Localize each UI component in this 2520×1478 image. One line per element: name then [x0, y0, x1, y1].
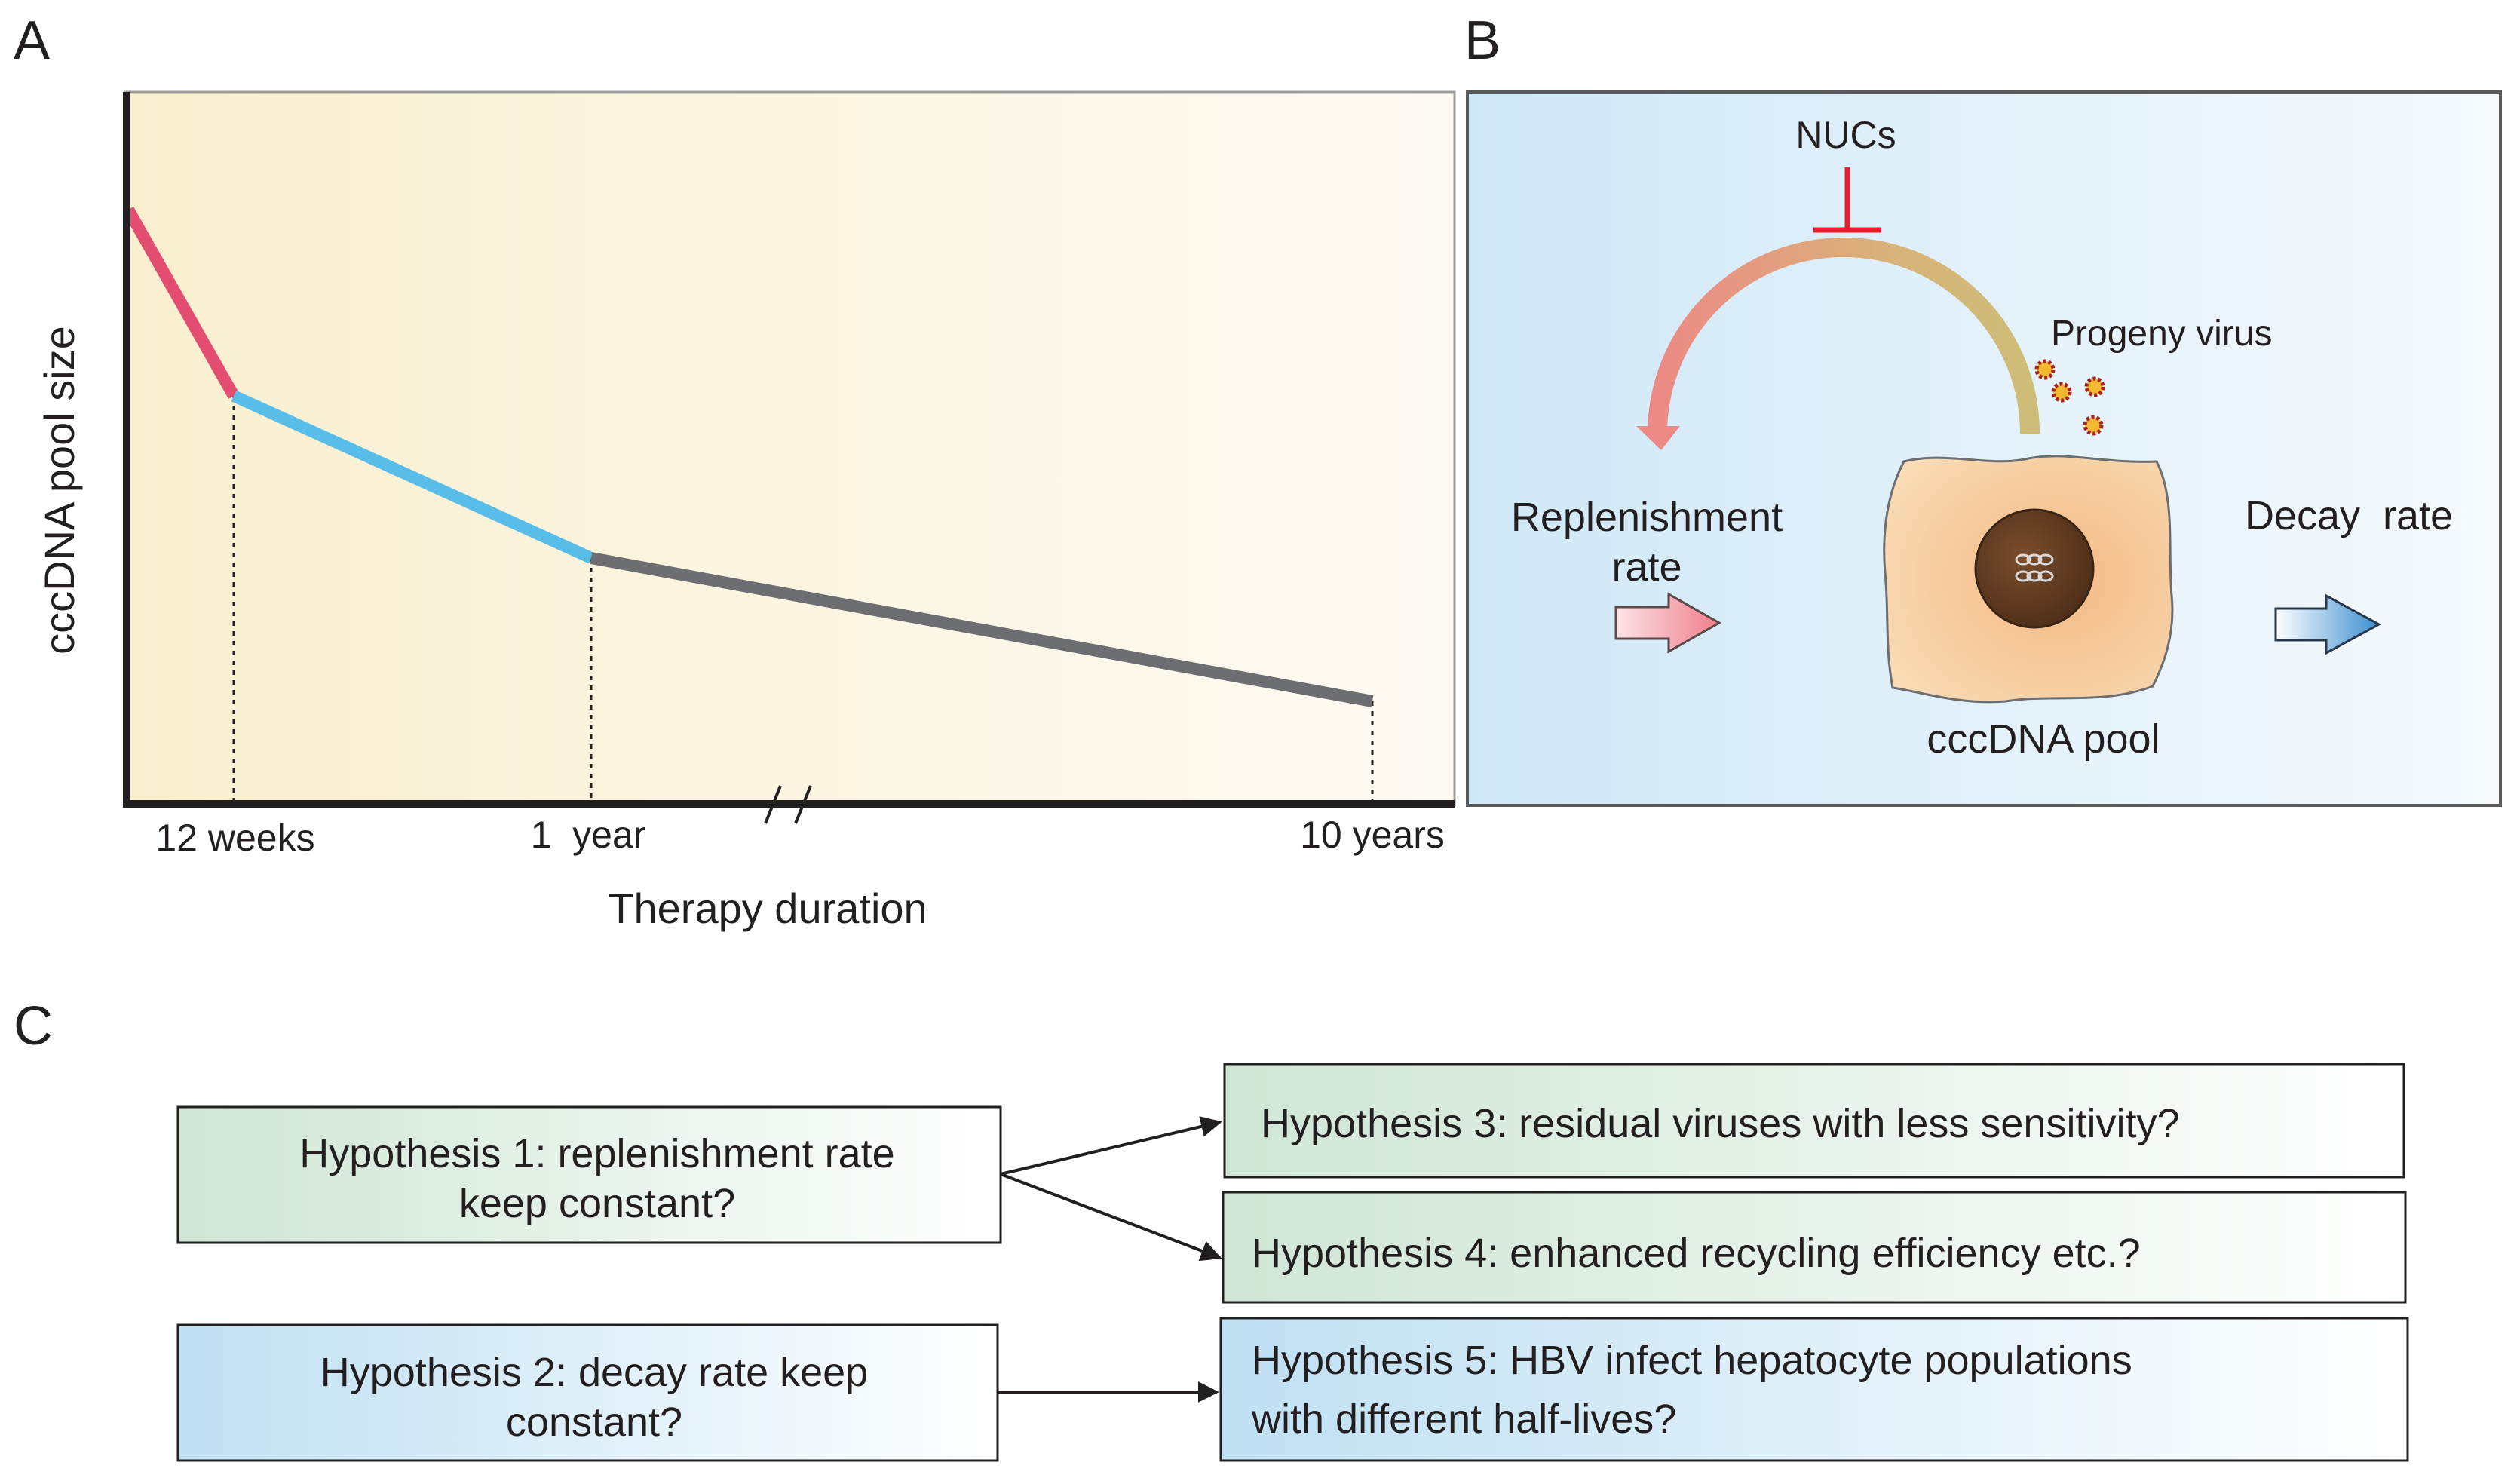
recycling-arc [1648, 238, 2040, 434]
hypothesis-2-box [176, 1323, 999, 1462]
tick-label-12-weeks: 12 weeks [155, 817, 314, 859]
replenishment-arrow-icon [1614, 592, 1722, 654]
decay-segment-early [123, 207, 239, 399]
panel-c: C Hypothesis 1: replenishment rate keep … [14, 996, 2409, 1462]
replenishment-label: Replenishment [1511, 495, 1783, 540]
hypothesis-3-box [1223, 1063, 2405, 1179]
axis-break-mark [764, 785, 812, 824]
hypothesis-1-box [176, 1105, 1002, 1244]
hypothesis-2-text-line2: constant? [506, 1400, 682, 1445]
arrow-h1-to-h3 [1000, 1116, 1222, 1176]
y-axis-label: cccDNA pool size [35, 326, 83, 655]
decay-segment-middle [231, 390, 594, 564]
hypothesis-2-text-line1: Hypothesis 2: decay rate keep [320, 1350, 868, 1395]
decay-arrow-icon [2274, 593, 2382, 655]
hypothesis-1-text-line1: Hypothesis 1: replenishment rate [299, 1131, 894, 1176]
panel-b: B NUCs Progeny virus [1464, 11, 2502, 807]
panel-a: A 12 weeks 1 year 10 years Therapy durat… [14, 11, 1456, 932]
tick-label-10-years: 10 years [1300, 814, 1445, 856]
progeny-virus-label: Progeny virus [2051, 314, 2272, 354]
decay-segment-late [590, 552, 1374, 707]
progeny-virus-icon [2034, 359, 2105, 436]
panel-b-letter: B [1464, 11, 1501, 71]
x-axis-label: Therapy duration [608, 885, 927, 932]
tick-label-1-year: 1 year [531, 814, 646, 856]
panel-a-letter: A [14, 11, 50, 71]
plot-background [124, 90, 1456, 807]
hypothesis-5-text-line2: with different half-lives? [1251, 1397, 1676, 1442]
hypothesis-1-text-line2: keep constant? [459, 1181, 735, 1226]
arrow-h1-to-h4 [1000, 1173, 1222, 1262]
cccdna-rings-icon [2015, 553, 2054, 582]
recycling-arrowhead-icon [1636, 426, 1680, 450]
nucleus-icon [1974, 508, 2095, 629]
cccdna-pool-label: cccDNA pool [1927, 716, 2160, 762]
hypothesis-5-text-line1: Hypothesis 5: HBV infect hepatocyte popu… [1252, 1338, 2132, 1383]
nucs-label: NUCs [1795, 114, 1896, 156]
decay-rate-label: Decay rate [2245, 493, 2453, 538]
panel-c-letter: C [14, 996, 53, 1056]
replenishment-rate-label: rate [1611, 544, 1682, 590]
hypothesis-3-text: Hypothesis 3: residual viruses with less… [1261, 1101, 2179, 1146]
hypothesis-4-box [1222, 1191, 2407, 1304]
hypothesis-5-box [1219, 1317, 2409, 1462]
hypothesis-4-text: Hypothesis 4: enhanced recycling efficie… [1252, 1231, 2141, 1276]
inhibition-bar-icon [1813, 167, 1881, 233]
